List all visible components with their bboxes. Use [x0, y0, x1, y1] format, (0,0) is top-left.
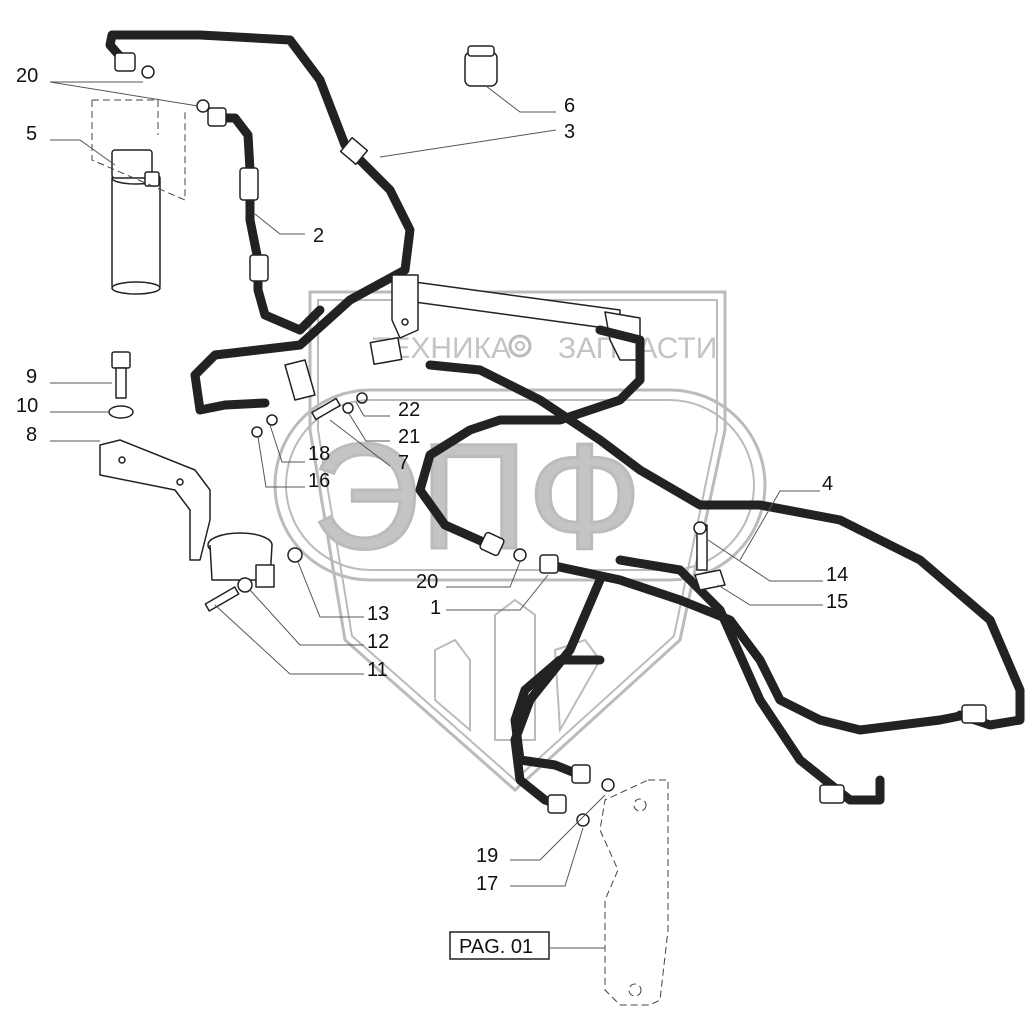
leader-lines	[49, 81, 823, 949]
callout-5: 5	[26, 123, 37, 145]
fittings	[141, 65, 726, 827]
callout-10: 10	[16, 395, 38, 417]
callout-1: 1	[430, 597, 441, 619]
receiver-drier	[91, 99, 186, 295]
page-reference[interactable]: PAG. 01	[449, 931, 550, 960]
callout-4: 4	[822, 473, 833, 495]
callout-7: 7	[398, 452, 409, 474]
callout-3: 3	[564, 121, 575, 143]
bolt-9	[108, 351, 134, 419]
callout-15: 15	[826, 591, 848, 613]
callout-8: 8	[26, 424, 37, 446]
pressure-switch	[464, 45, 498, 87]
callout-14: 14	[826, 564, 848, 586]
callout-21: 21	[398, 426, 420, 448]
bracket-8	[99, 439, 303, 612]
callout-20-top: 20	[16, 65, 38, 87]
callout-16: 16	[308, 470, 330, 492]
callout-2: 2	[313, 225, 324, 247]
pipe-3	[105, 30, 415, 415]
callout-11: 11	[367, 659, 388, 681]
pipe-2	[207, 107, 325, 335]
callout-6: 6	[564, 95, 575, 117]
pipe-1	[510, 554, 987, 814]
callout-18: 18	[308, 443, 330, 465]
callout-13: 13	[367, 603, 389, 625]
callouts: 20 5 6 3 2 9 10 8 22 21 18 7 16 4 20 1 1…	[16, 65, 848, 895]
gear-icon	[508, 334, 532, 358]
pipe-4	[415, 325, 1025, 730]
page-reference-label: PAG. 01	[459, 936, 533, 958]
callout-19: 19	[476, 845, 498, 867]
callout-22: 22	[398, 399, 420, 421]
callout-12: 12	[367, 631, 389, 653]
watermark-big-text: ЭПФ	[312, 412, 642, 580]
lower-bracket	[599, 779, 669, 1006]
callout-9: 9	[26, 366, 37, 388]
drawing	[49, 30, 1025, 1006]
callout-20-bottom: 20	[416, 571, 438, 593]
callout-17: 17	[476, 873, 498, 895]
